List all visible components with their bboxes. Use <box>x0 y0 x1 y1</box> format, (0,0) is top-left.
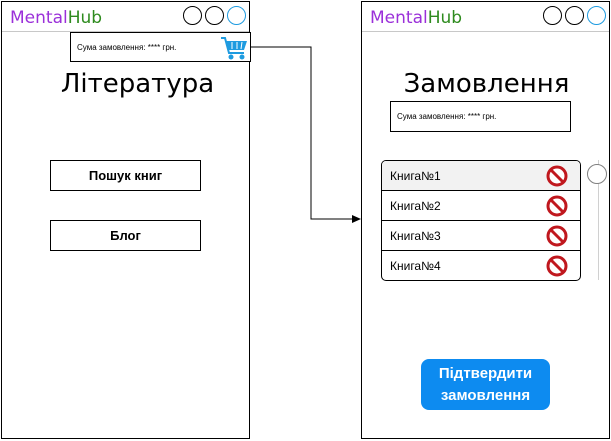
window-circle-icon[interactable] <box>543 6 562 25</box>
book-label: Книга№2 <box>390 199 441 213</box>
window-circle-icon[interactable] <box>183 6 202 25</box>
brand-part1: Mental <box>370 8 428 28</box>
app-logo[interactable]: MentalHub <box>10 8 102 28</box>
scrollbar-thumb[interactable] <box>587 164 607 184</box>
window-controls <box>183 6 246 25</box>
top-bar: MentalHub <box>362 2 609 32</box>
app-logo[interactable]: MentalHub <box>370 8 462 28</box>
order-sum-text: Сума замовлення: **** грн. <box>77 43 177 52</box>
order-sum-text: Сума замовлення: **** грн. <box>397 112 497 121</box>
literature-screen: MentalHub Сума замовлення: **** грн. Літ… <box>1 1 251 439</box>
window-circle-icon[interactable] <box>227 6 246 25</box>
order-sum-box: Сума замовлення: **** грн. <box>390 101 571 132</box>
window-circle-icon[interactable] <box>587 6 606 25</box>
remove-icon[interactable] <box>546 225 568 247</box>
book-label: Книга№3 <box>390 229 441 243</box>
order-screen: MentalHub Замовлення Сума замовлення: **… <box>361 1 610 439</box>
list-item[interactable]: Книга№3 <box>382 221 580 251</box>
brand-part1: Mental <box>10 8 68 28</box>
book-list: Книга№1 Книга№2 Книга№3 Книга№4 <box>381 160 581 281</box>
search-books-button[interactable]: Пошук книг <box>50 160 201 191</box>
book-label: Книга№1 <box>390 169 441 183</box>
order-sum-box[interactable]: Сума замовлення: **** грн. <box>70 32 251 62</box>
window-controls <box>543 6 606 25</box>
book-label: Книга№4 <box>390 259 441 273</box>
page-title: Література <box>60 69 215 99</box>
list-item[interactable]: Книга№1 <box>382 161 580 191</box>
blog-button[interactable]: Блог <box>50 220 201 251</box>
confirm-order-button[interactable]: Підтвердити замовлення <box>421 359 550 410</box>
list-item[interactable]: Книга№2 <box>382 191 580 221</box>
remove-icon[interactable] <box>546 195 568 217</box>
scrollbar-track[interactable] <box>598 160 599 280</box>
remove-icon[interactable] <box>546 165 568 187</box>
remove-icon[interactable] <box>546 255 568 277</box>
brand-part2: Hub <box>67 8 103 28</box>
window-circle-icon[interactable] <box>205 6 224 25</box>
window-circle-icon[interactable] <box>565 6 584 25</box>
cart-icon[interactable] <box>220 34 250 62</box>
brand-part2: Hub <box>427 8 463 28</box>
page-title: Замовлення <box>403 69 570 99</box>
list-item[interactable]: Книга№4 <box>382 251 580 280</box>
top-bar: MentalHub <box>2 2 249 32</box>
